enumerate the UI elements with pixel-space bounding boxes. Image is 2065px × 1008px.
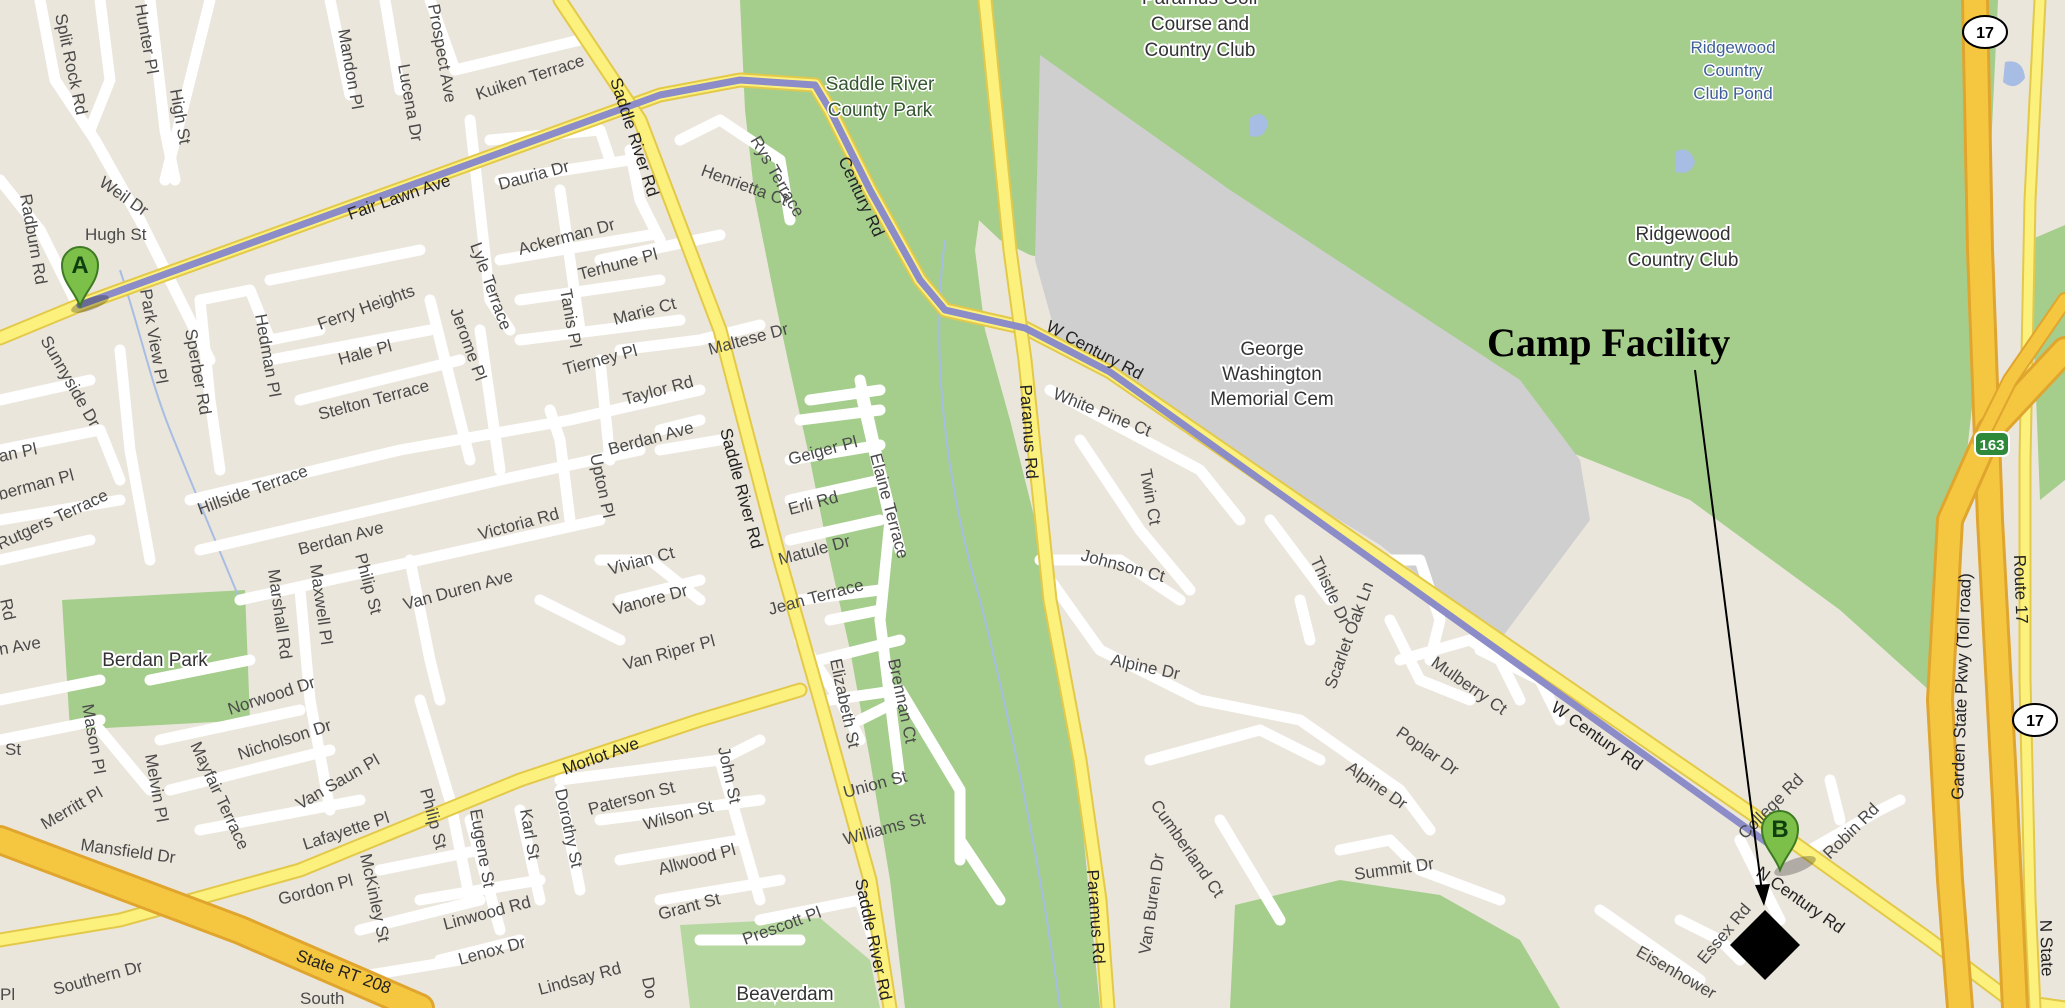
route-17-label: Route 17 bbox=[2010, 554, 2031, 624]
pond-1 bbox=[1250, 114, 1268, 137]
street-network bbox=[0, 0, 1906, 986]
saddle-river-park-label: Saddle River bbox=[826, 74, 935, 95]
cemetery-label-3: Memorial Cem bbox=[1210, 389, 1334, 410]
n-state-label: N State bbox=[2036, 919, 2057, 976]
route-line bbox=[76, 76, 1784, 856]
pond-label-3: Club Pond bbox=[1693, 84, 1772, 103]
camp-facility-label: Camp Facility bbox=[1487, 320, 1730, 365]
marker-a-label: A bbox=[71, 252, 88, 279]
cemetery-label-2: Washington bbox=[1222, 364, 1322, 385]
svg-text:17: 17 bbox=[2026, 713, 2044, 730]
street-label: Hugh St bbox=[85, 225, 147, 244]
marker-b[interactable]: B bbox=[1760, 810, 1818, 880]
street-label: St bbox=[5, 740, 21, 759]
annotation-arrow-line bbox=[1694, 369, 1763, 893]
pond-2 bbox=[1675, 149, 1695, 173]
berdan-park-label: Berdan Park bbox=[102, 650, 208, 671]
beaverdam-label: Beaverdam bbox=[736, 984, 833, 1005]
svg-text:163: 163 bbox=[1979, 437, 2004, 454]
route-17-shield-right: 17 bbox=[2012, 703, 2058, 737]
street-label: Pl bbox=[0, 985, 15, 1004]
golf-course-label-2: Course and bbox=[1151, 14, 1249, 35]
gsp-163-shield: 163 bbox=[1974, 431, 2010, 457]
stream-2 bbox=[938, 239, 1061, 1008]
ridgewood-country-club-label: Ridgewood bbox=[1635, 224, 1730, 245]
street-label: Do bbox=[638, 975, 660, 1000]
camp-facility-square bbox=[1730, 910, 1800, 980]
camp-facility-annotation: Camp Facility bbox=[1487, 320, 1800, 980]
street-label: South bbox=[300, 989, 344, 1008]
saddle-river-park-label-2: County Park bbox=[828, 100, 933, 121]
saddle-river-park-area bbox=[740, 0, 1100, 1008]
ridgewood-country-club-label-2: Country Club bbox=[1628, 250, 1739, 271]
poi-labels: Saddle River County Park Paramus Golf Co… bbox=[100, 0, 1777, 1007]
street-label: Rd bbox=[0, 597, 19, 622]
cemetery-area bbox=[1035, 55, 1590, 640]
golf-course-label: Paramus Golf bbox=[1142, 0, 1259, 9]
golf-course-label-3: Country Club bbox=[1145, 40, 1256, 61]
route-17-shield-top: 17 bbox=[1962, 15, 2008, 49]
bottom-park-area bbox=[1230, 880, 1560, 1008]
pond-label: Ridgewood bbox=[1690, 38, 1775, 57]
pond-label-2: Country bbox=[1703, 61, 1763, 80]
cemetery-label: George bbox=[1240, 339, 1303, 360]
svg-text:17: 17 bbox=[1976, 25, 1994, 42]
annotation-arrowhead bbox=[1755, 884, 1770, 906]
berdan-park-area bbox=[62, 590, 250, 730]
pond-3 bbox=[2003, 61, 2025, 87]
marker-a[interactable]: A bbox=[60, 246, 111, 316]
marker-b-label: B bbox=[1771, 816, 1788, 843]
